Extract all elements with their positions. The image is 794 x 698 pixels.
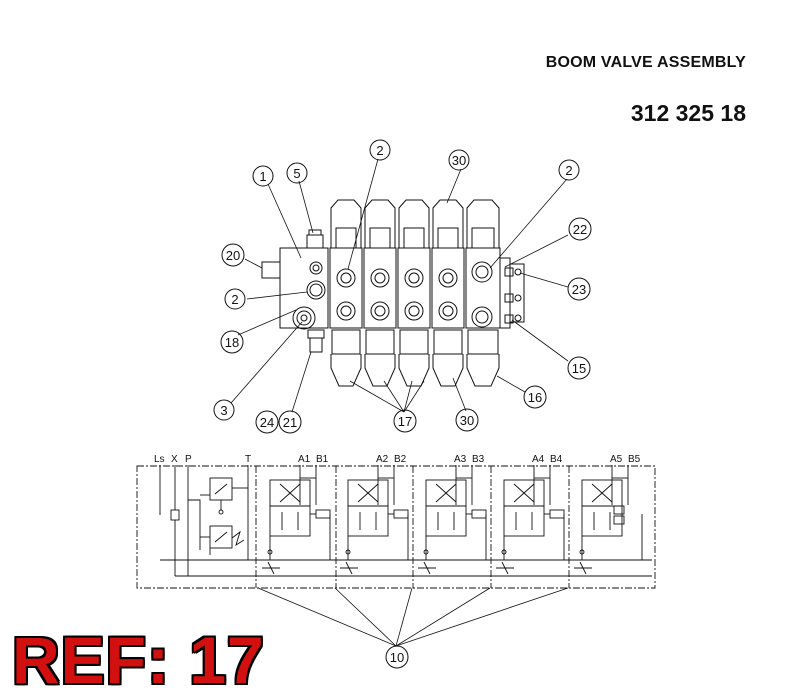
svg-text:18: 18 — [225, 335, 239, 350]
svg-text:2: 2 — [376, 143, 383, 158]
svg-text:30: 30 — [460, 413, 474, 428]
port-B3: B3 — [472, 454, 485, 465]
port-A5: A5 — [610, 454, 623, 465]
port-A1: A1 — [298, 454, 311, 465]
port-Ls: Ls — [154, 454, 165, 465]
schematic-section-1 — [262, 465, 331, 575]
port-A3: A3 — [454, 454, 467, 465]
hydraulic-schematic — [136, 465, 656, 589]
callout-2b: 2 — [558, 159, 580, 181]
svg-text:3: 3 — [220, 403, 227, 418]
part-number: 312 325 18 — [630, 100, 746, 126]
callout-23: 23 — [567, 277, 591, 301]
svg-text:15: 15 — [572, 361, 586, 376]
callout-21: 21 — [278, 410, 302, 434]
svg-text:16: 16 — [528, 390, 542, 405]
section-1 — [329, 199, 363, 387]
callout-30a: 30 — [448, 149, 470, 171]
schematic-section-2 — [340, 465, 409, 575]
port-P: P — [185, 454, 192, 465]
port-B4: B4 — [550, 454, 563, 465]
port-A4: A4 — [532, 454, 545, 465]
port-labels: Ls X P T A1 B1 A2 B2 A3 B3 A4 B4 A5 B5 — [154, 454, 641, 465]
callout-2c: 2 — [224, 288, 246, 310]
callout-3: 3 — [213, 399, 235, 421]
port-X: X — [171, 454, 178, 465]
port-B2: B2 — [394, 454, 407, 465]
callout-10: 10 — [385, 645, 409, 669]
schematic-section-5 — [574, 465, 643, 575]
schematic-sections — [262, 465, 643, 575]
callout-24: 24 — [255, 410, 279, 434]
callout-16: 16 — [523, 385, 547, 409]
callout-1: 1 — [252, 165, 274, 187]
svg-text:5: 5 — [293, 166, 300, 181]
svg-text:17: 17 — [398, 414, 412, 429]
callout-17: 17 — [393, 409, 417, 433]
port-T: T — [245, 454, 251, 465]
callout-2a: 2 — [369, 139, 391, 161]
leader-lines — [230, 158, 569, 647]
section-4 — [431, 199, 465, 387]
drawing-title: BOOM VALVE ASSEMBLY — [545, 54, 746, 71]
schematic-section-4 — [496, 465, 565, 575]
callout-5: 5 — [286, 162, 308, 184]
port-B5: B5 — [628, 454, 641, 465]
svg-text:2: 2 — [231, 292, 238, 307]
callout-20: 20 — [221, 243, 245, 267]
section-2 — [363, 199, 397, 387]
svg-text:2: 2 — [565, 163, 572, 178]
svg-text:1: 1 — [259, 169, 266, 184]
svg-text:21: 21 — [283, 415, 297, 430]
svg-text:24: 24 — [260, 415, 274, 430]
svg-text:23: 23 — [572, 282, 586, 297]
ref-label: REF: 17 — [12, 623, 265, 697]
port-B1: B1 — [316, 454, 329, 465]
callout-15: 15 — [567, 356, 591, 380]
port-A2: A2 — [376, 454, 389, 465]
svg-text:30: 30 — [452, 153, 466, 168]
svg-text:20: 20 — [226, 248, 240, 263]
callout-30b: 30 — [455, 408, 479, 432]
svg-text:10: 10 — [390, 650, 404, 665]
section-3 — [397, 199, 431, 387]
valve-body — [261, 199, 525, 387]
callout-22: 22 — [568, 217, 592, 241]
schematic-section-3 — [418, 465, 487, 575]
section-5 — [465, 199, 501, 387]
callouts: 1 5 2 30 2 20 22 23 2 18 15 16 3 24 21 1… — [213, 139, 592, 669]
svg-text:22: 22 — [573, 222, 587, 237]
callout-18: 18 — [220, 330, 244, 354]
